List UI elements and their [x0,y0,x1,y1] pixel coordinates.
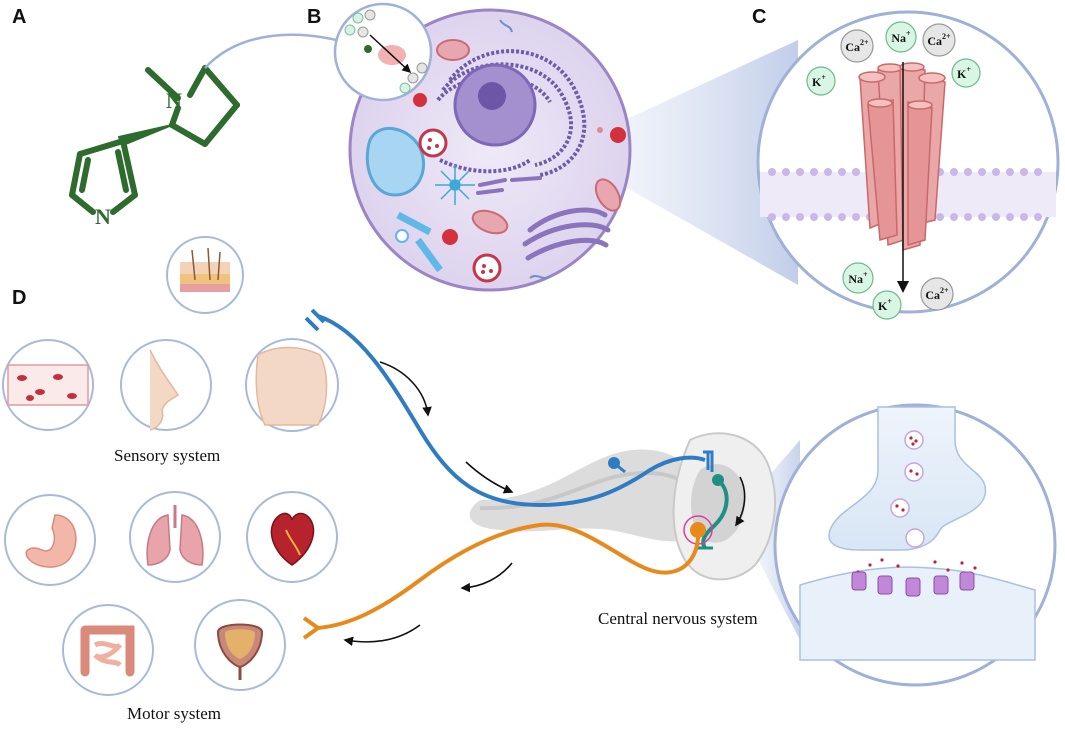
ion-k-top-left: K+ [806,66,836,96]
ion-channel-panel [756,10,1060,314]
ion-k-bottom: K+ [872,290,902,320]
mitochondrion [471,209,509,235]
receptor-inset [333,2,433,102]
sensory-neuron-soma [608,457,620,469]
ion-ca-bottom: Ca2+ [920,277,954,311]
heart-icon [246,491,338,583]
sensory-neuron [317,314,706,508]
ion-ca-top-left: Ca2+ [840,29,874,63]
motor-neuron [317,522,701,630]
lungs-icon [129,491,221,583]
svg-text:Ca2+: Ca2+ [927,32,951,48]
ion-symbol: Na [891,31,906,45]
ion-charge: + [863,270,868,279]
ion-symbol: Ca [845,40,860,54]
mitochondrion [436,39,470,61]
ion-charge: 2+ [860,38,869,47]
ion-charge: + [821,73,826,82]
ion-charge: 2+ [942,32,951,41]
stomach-icon [4,494,96,586]
vacuole [365,127,426,197]
ion-symbol: K [878,299,888,313]
intestine-icon [62,604,154,696]
lysosome [418,128,448,158]
neck-icon [245,338,339,432]
postsynaptic-receptors [851,571,975,597]
mitochondrion [594,178,622,212]
central-nervous-system-label: Central nervous system [598,609,758,628]
svg-text:Na+: Na+ [891,29,911,45]
interneuron [701,478,729,550]
svg-text:K+: K+ [812,73,826,89]
blood-vessel-icon [2,339,94,431]
golgi-apparatus [522,207,611,261]
ion-symbol: Ca [925,288,940,302]
zoom-connector-cell-to-channel [560,40,798,285]
signal-arrows [343,361,746,647]
molecule-n-ring: N [95,204,111,229]
molecule-to-receptor-arrow [204,33,358,69]
synapse-panel [773,403,1057,687]
panel-letter-c: C [752,6,767,28]
ion-charge: + [966,65,971,74]
sensory-system-label: Sensory system [114,446,221,465]
svg-text:Na+: Na+ [848,270,868,286]
svg-text:Ca2+: Ca2+ [845,38,869,54]
endoplasmic-reticulum [436,49,587,177]
ion-symbol: K [957,67,967,81]
ion-charge: + [887,297,892,306]
sensory-neuron-terminal [304,308,326,332]
ion-symbol: K [812,75,822,89]
motor-neuron-terminal [302,616,322,640]
svg-text:K+: K+ [957,65,971,81]
ion-symbol: Na [848,272,863,286]
motor-system-label: Motor system [127,704,221,723]
lysosome [472,253,502,283]
panel-letter-d: D [12,287,27,309]
panel-letter-b: B [307,6,322,28]
ion-channel [858,62,946,251]
ion-k-top-right: K+ [951,58,981,88]
svg-text:K+: K+ [878,297,892,313]
skin-icon [166,236,244,314]
ion-symbol: Ca [927,34,942,48]
nerve-trunk [469,449,690,542]
bladder-icon [194,599,286,691]
ion-na-top: Na+ [885,21,917,53]
nose-icon [120,339,212,431]
molecule-n-methyl: N [166,88,182,113]
ion-charge: + [906,29,911,38]
ion-na-bottom: Na+ [842,262,874,294]
svg-text:Ca2+: Ca2+ [925,286,949,302]
centrosome [435,165,475,205]
nicotine-molecule [69,65,240,215]
ion-ca-top-right: Ca2+ [922,23,956,57]
panel-letter-a: A [12,6,27,28]
ion-charge: 2+ [940,286,949,295]
cell-diagram [348,8,632,292]
